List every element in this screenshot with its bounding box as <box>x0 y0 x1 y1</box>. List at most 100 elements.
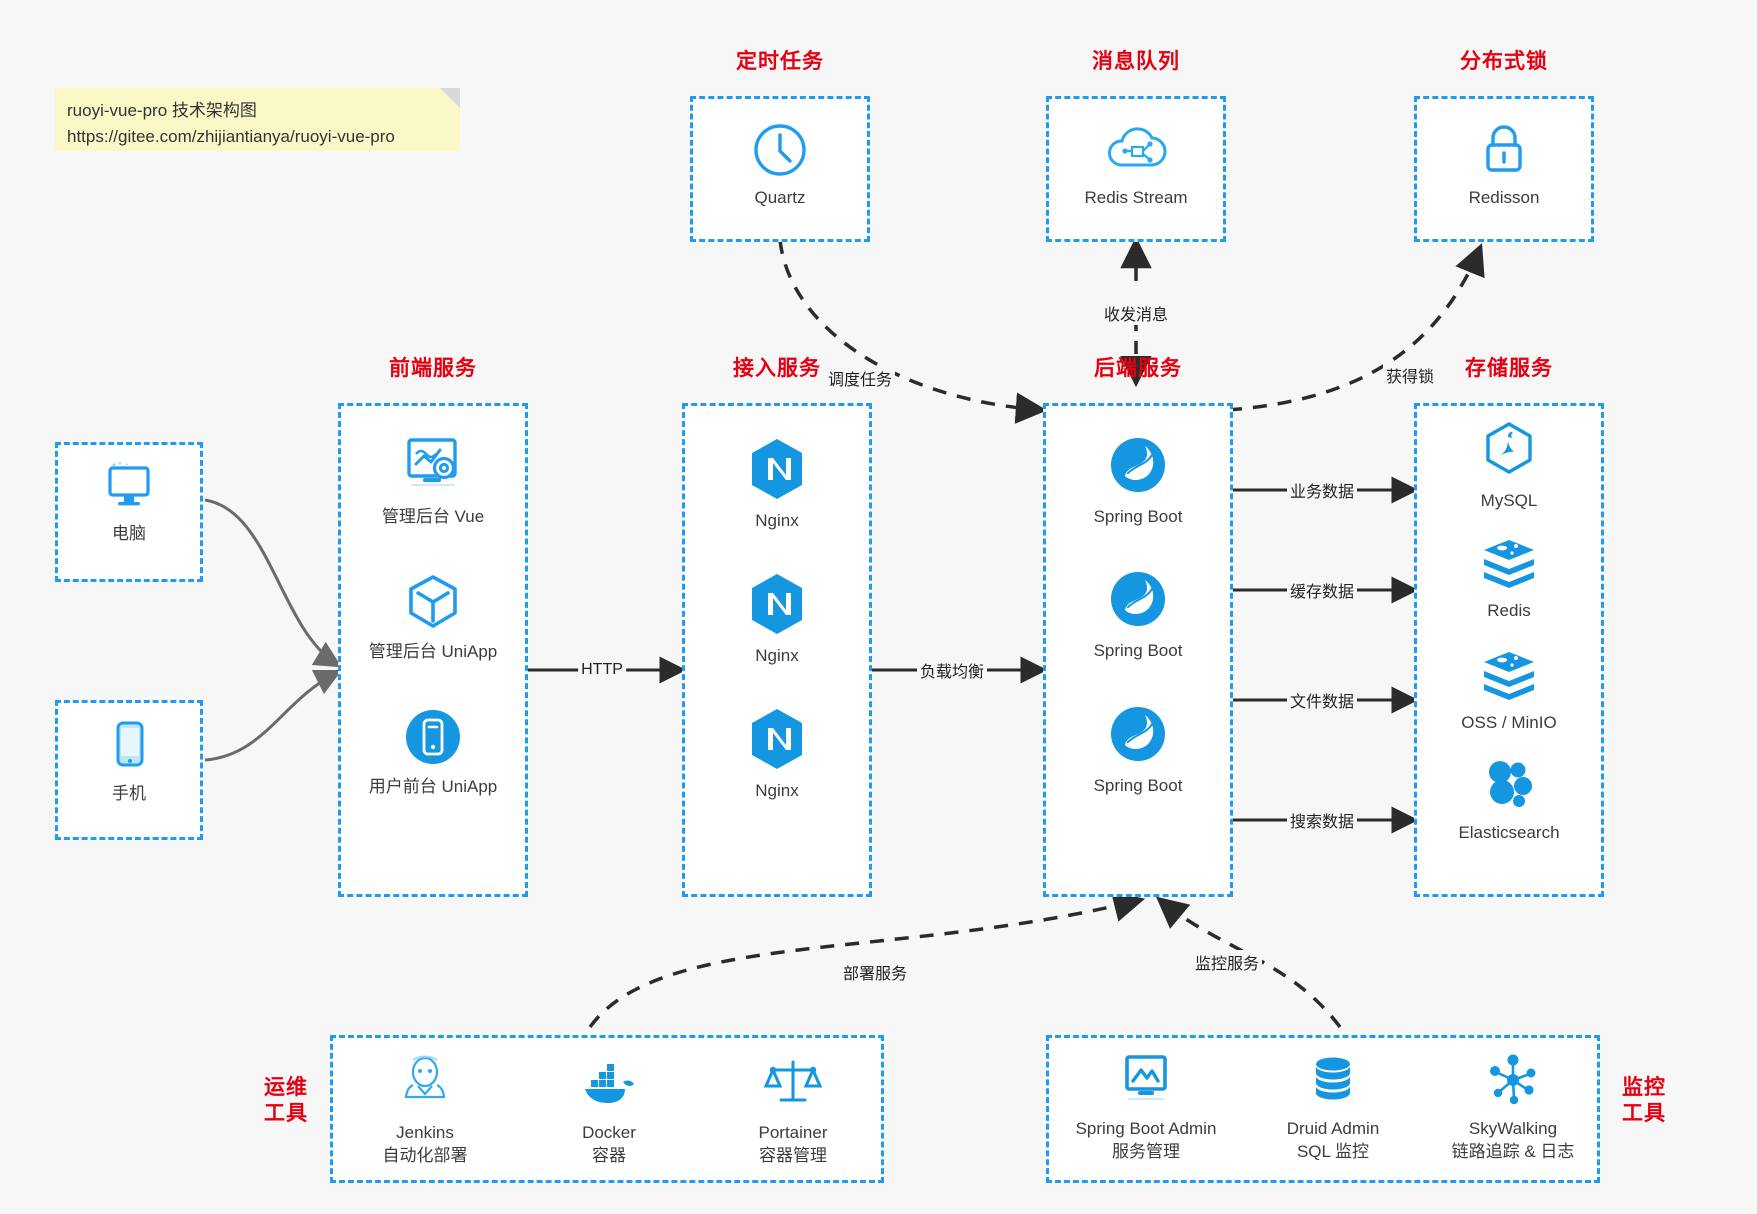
node-label-mobile: 手机 <box>112 784 146 803</box>
jenkins-icon <box>396 1054 454 1114</box>
node-label-redisson: Redisson <box>1468 188 1540 207</box>
dashboard-gear-icon <box>398 434 468 498</box>
cloud-stream-icon <box>1105 121 1167 179</box>
node-mysql[interactable]: MySQL <box>1417 420 1601 513</box>
group-box-storage-service: MySQL Redis OSS <box>1414 403 1604 897</box>
sticky-note: ruoyi-vue-pro 技术架构图 https://gitee.com/zh… <box>55 88 460 151</box>
node-sublabel-docker: 容器 <box>592 1145 626 1165</box>
mysql-icon <box>1479 420 1539 482</box>
node-sublabel-skywalking: 链路追踪 & 日志 <box>1451 1141 1575 1161</box>
node-admin-uniapp[interactable]: 管理后台 UniApp <box>341 571 525 664</box>
nginx-icon <box>746 706 808 772</box>
node-sublabel-portainer: 容器管理 <box>759 1145 827 1165</box>
node-label-oss-minio: OSS / MinIO <box>1461 713 1557 732</box>
group-box-monitor-tools: Spring Boot Admin 服务管理 Druid Admin SQL 监… <box>1046 1035 1600 1183</box>
oss-icon <box>1478 646 1540 704</box>
group-box-message-queue: Redis Stream <box>1046 96 1226 242</box>
group-label-message-queue: 消息队列 <box>1092 50 1180 73</box>
note-line-title: ruoyi-vue-pro 技术架构图 <box>67 101 257 120</box>
node-label-docker: Docker <box>582 1123 636 1142</box>
node-sublabel-spring-boot-admin: 服务管理 <box>1112 1141 1180 1161</box>
group-box-client-mobile: 手机 <box>55 700 203 840</box>
node-admin-vue[interactable]: 管理后台 Vue <box>341 434 525 529</box>
node-label-jenkins: Jenkins <box>396 1123 454 1142</box>
cube-icon <box>402 571 464 633</box>
node-elasticsearch[interactable]: Elasticsearch <box>1417 756 1601 845</box>
node-label-user-uniapp: 用户前台 UniApp <box>368 777 498 796</box>
spring-boot-admin-icon <box>1115 1052 1177 1110</box>
group-label-devops-tools: 运维 工具 <box>255 1075 317 1128</box>
node-nginx-1[interactable]: Nginx <box>685 436 869 533</box>
spring-boot-icon <box>1105 432 1171 498</box>
phone-circle-icon <box>402 706 464 768</box>
group-box-distributed-lock: Redisson <box>1414 96 1594 242</box>
node-spring-boot-1[interactable]: Spring Boot <box>1046 432 1230 529</box>
node-nginx-2[interactable]: Nginx <box>685 571 869 668</box>
group-box-devops-tools: Jenkins 自动化部署 Docker 容器 <box>330 1035 884 1183</box>
portainer-icon <box>761 1054 825 1114</box>
node-label-mysql: MySQL <box>1480 491 1538 510</box>
edge-label-load-balance: 负载均衡 <box>916 658 988 682</box>
node-desktop[interactable]: 电脑 <box>58 461 200 546</box>
node-user-uniapp[interactable]: 用户前台 UniApp <box>341 706 525 799</box>
group-label-frontend-service: 前端服务 <box>389 357 477 380</box>
lock-icon <box>1476 119 1532 179</box>
node-redis-stream[interactable]: Redis Stream <box>1049 121 1223 210</box>
group-box-client-desktop: 电脑 <box>55 442 203 582</box>
desktop-icon <box>100 461 158 515</box>
group-label-devops-line2: 工具 <box>264 1102 308 1126</box>
group-box-scheduled-task: Quartz <box>690 96 870 242</box>
node-nginx-3[interactable]: Nginx <box>685 706 869 803</box>
node-oss-minio[interactable]: OSS / MinIO <box>1417 646 1601 735</box>
edge-label-acquire-lock: 获得锁 <box>1382 363 1438 387</box>
group-label-backend-service: 后端服务 <box>1094 357 1182 380</box>
node-portainer[interactable]: Portainer 容器管理 <box>701 1054 885 1168</box>
elasticsearch-icon <box>1478 756 1540 814</box>
node-redisson[interactable]: Redisson <box>1417 119 1591 210</box>
edge-label-deploy-service: 部署服务 <box>839 960 911 984</box>
node-mobile[interactable]: 手机 <box>58 719 200 806</box>
node-skywalking[interactable]: SkyWalking 链路追踪 & 日志 <box>1423 1052 1603 1164</box>
druid-icon <box>1304 1052 1362 1110</box>
node-label-admin-uniapp: 管理后台 UniApp <box>368 642 498 661</box>
node-label-quartz: Quartz <box>754 188 806 207</box>
node-redis[interactable]: Redis <box>1417 534 1601 623</box>
node-druid-admin[interactable]: Druid Admin SQL 监控 <box>1243 1052 1423 1164</box>
node-label-spring-boot-3: Spring Boot <box>1093 776 1183 795</box>
node-label-redis-stream: Redis Stream <box>1084 188 1188 207</box>
edge-label-schedule-task: 调度任务 <box>824 366 896 390</box>
note-line-url: https://gitee.com/zhijiantianya/ruoyi-vu… <box>67 127 395 147</box>
group-label-storage-service: 存储服务 <box>1465 357 1553 380</box>
group-label-monitor-line2: 工具 <box>1622 1102 1666 1126</box>
node-sublabel-druid-admin: SQL 监控 <box>1296 1141 1370 1161</box>
node-spring-boot-admin[interactable]: Spring Boot Admin 服务管理 <box>1049 1052 1243 1164</box>
node-spring-boot-3[interactable]: Spring Boot <box>1046 701 1230 798</box>
group-label-monitor-tools: 监控 工具 <box>1613 1075 1675 1128</box>
node-label-druid-admin: Druid Admin <box>1286 1119 1380 1138</box>
node-label-redis: Redis <box>1487 601 1531 620</box>
note-fold-corner <box>440 88 460 108</box>
group-box-frontend-service: 管理后台 Vue 管理后台 UniApp 用户前台 UniApp <box>338 403 528 897</box>
group-label-monitor-line1: 监控 <box>1622 1076 1666 1099</box>
clock-icon <box>751 121 809 179</box>
node-label-nginx-3: Nginx <box>755 781 799 800</box>
node-spring-boot-2[interactable]: Spring Boot <box>1046 566 1230 663</box>
mobile-icon <box>106 719 152 775</box>
node-jenkins[interactable]: Jenkins 自动化部署 <box>333 1054 517 1168</box>
nginx-icon <box>746 436 808 502</box>
node-docker[interactable]: Docker 容器 <box>517 1054 701 1168</box>
edge-label-search-data: 搜索数据 <box>1286 808 1358 832</box>
spring-boot-icon <box>1105 701 1171 767</box>
node-label-spring-boot-2: Spring Boot <box>1093 641 1183 660</box>
node-label-admin-vue: 管理后台 Vue <box>381 507 485 526</box>
group-label-scheduled-task: 定时任务 <box>736 50 824 73</box>
nginx-icon <box>746 571 808 637</box>
group-box-gateway-service: Nginx Nginx Nginx <box>682 403 872 897</box>
edge-label-file-data: 文件数据 <box>1286 688 1358 712</box>
node-label-skywalking: SkyWalking <box>1468 1119 1558 1138</box>
node-label-nginx-1: Nginx <box>755 511 799 530</box>
edge-label-send-receive-message: 收发消息 <box>1100 301 1172 325</box>
node-label-desktop: 电脑 <box>112 524 146 543</box>
node-quartz[interactable]: Quartz <box>693 121 867 210</box>
